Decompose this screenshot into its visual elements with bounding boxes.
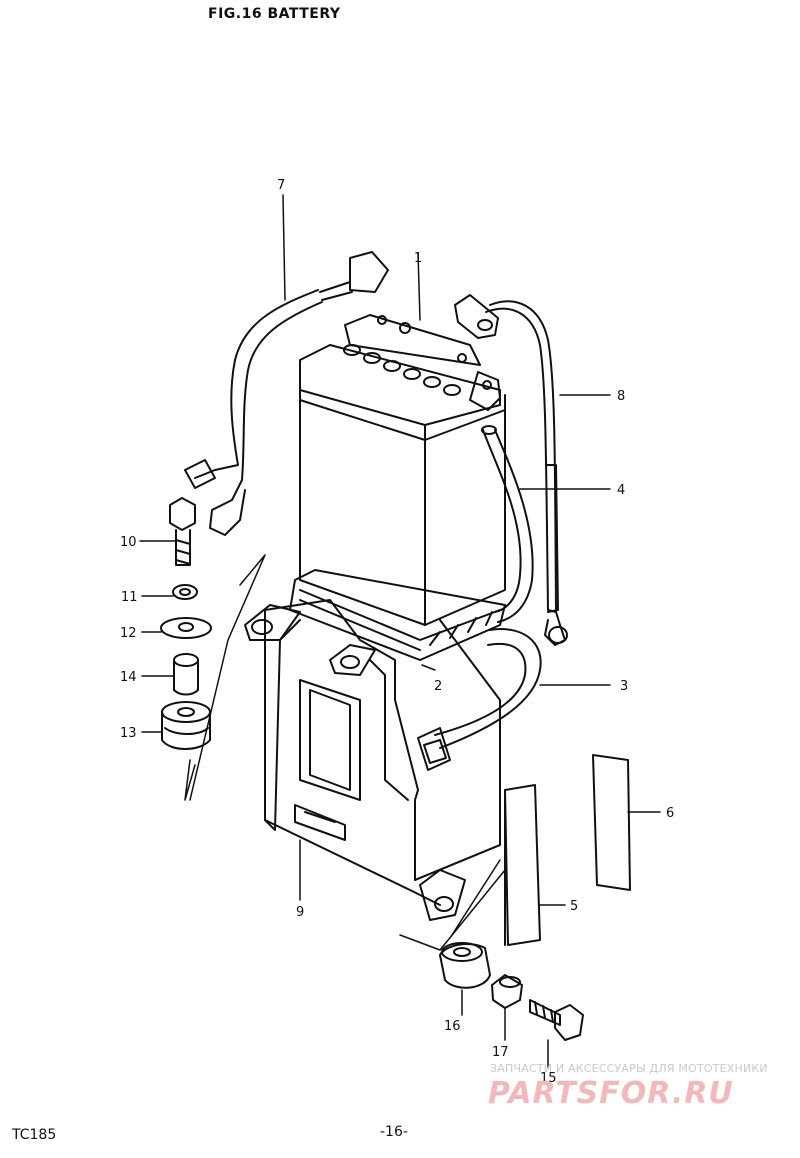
callout-1: 1: [414, 251, 422, 266]
callout-13: 13: [120, 726, 137, 741]
strap-3: [417, 628, 542, 771]
callout-9: 9: [296, 905, 304, 920]
cushion-13: [161, 701, 211, 750]
model-code: TC185: [12, 1127, 57, 1143]
battery-holder: [244, 599, 501, 921]
callout-6: 6: [666, 806, 674, 821]
figure-title: FIG.16 BATTERY: [208, 6, 341, 22]
guide-lines-left: [184, 554, 266, 801]
callout-11: 11: [121, 590, 138, 605]
lead-wire-7: [184, 251, 389, 536]
bolt-15: [529, 999, 584, 1041]
collar-17: [491, 974, 523, 1009]
callout-3: 3: [620, 679, 628, 694]
lock-washer-11: [172, 584, 198, 600]
battery: [299, 314, 506, 626]
spacer-5: [504, 784, 541, 946]
lead-wire-8: [454, 294, 568, 646]
callout-numbers: 7 1 8 4 3 2 6 5 9 10 11 12 14 13 16 17 1…: [120, 178, 674, 1086]
callout-16: 16: [444, 1019, 461, 1034]
watermark-logo: PARTSFOR.RU: [488, 1076, 734, 1111]
washer-12: [160, 617, 212, 639]
bolt-10: [169, 497, 196, 566]
callout-15: 15: [540, 1071, 557, 1086]
page-number: -16-: [380, 1124, 408, 1140]
spacer-6: [592, 754, 631, 891]
callout-7: 7: [277, 178, 285, 193]
callout-12: 12: [120, 626, 137, 641]
collar-14: [173, 653, 199, 696]
callout-14: 14: [120, 670, 137, 685]
battery-pad: [289, 569, 506, 661]
breather-tube-4: [481, 425, 534, 623]
callout-2: 2: [434, 679, 442, 694]
callout-10: 10: [120, 535, 137, 550]
guide-lines-bottom: [399, 859, 506, 951]
callout-4: 4: [617, 483, 625, 498]
cushion-16: [439, 942, 491, 989]
callout-5: 5: [570, 899, 578, 914]
leader-lines: [139, 194, 661, 1069]
watermark-caption: ЗАПЧАСТИ И АКСЕССУАРЫ ДЛЯ МОТОТЕХНИКИ: [490, 1062, 768, 1075]
callout-17: 17: [492, 1045, 509, 1060]
callout-8: 8: [617, 389, 625, 404]
